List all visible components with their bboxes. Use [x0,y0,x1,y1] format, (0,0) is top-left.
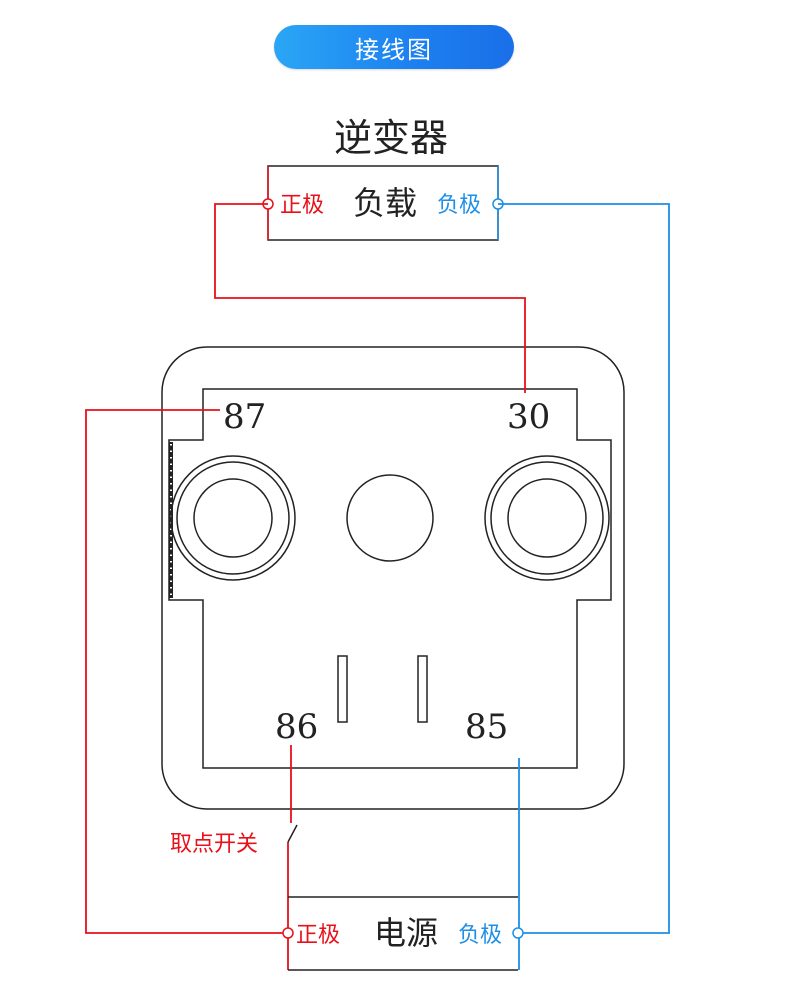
diagram-title: 接线图 [355,35,433,64]
inverter-negative-label: 负极 [437,193,481,218]
pin-87-label: 87 [223,397,266,437]
inverter-load-label: 负载 [353,184,417,222]
power-negative-label: 负极 [458,923,502,948]
relay-right-terminal-inner [507,478,587,558]
relay-left-terminal-outer [170,455,296,581]
wire-inverter-positive-to-30 [214,203,526,393]
relay-right-terminal-outer [484,455,610,581]
relay-blade-86 [337,655,348,723]
wire-87-to-power-positive [85,409,288,934]
diagram-title-badge: 接线图 [274,25,514,69]
pin-30-label: 30 [507,397,550,437]
switch-label: 取点开关 [170,832,258,857]
power-positive-label: 正极 [296,923,340,948]
pin-85-label: 85 [465,707,508,747]
power-positive-terminal [282,927,294,939]
relay-left-terminal-inner [193,478,273,558]
relay-inner-outline [168,388,612,769]
switch-blade [287,824,298,843]
pin-86-label: 86 [275,707,318,747]
inverter-positive-label: 正极 [280,193,324,218]
relay-center-terminal [346,474,434,562]
power-negative-terminal [512,927,524,939]
wire-inverter-negative-to-power-negative [498,203,670,934]
power-label: 电源 [374,914,438,952]
relay-housing [161,346,625,810]
inverter-title: 逆变器 [334,116,448,160]
relay-left-terminal-ring [176,461,290,575]
relay-blade-85 [417,655,428,723]
relay-right-terminal-ring [490,461,604,575]
